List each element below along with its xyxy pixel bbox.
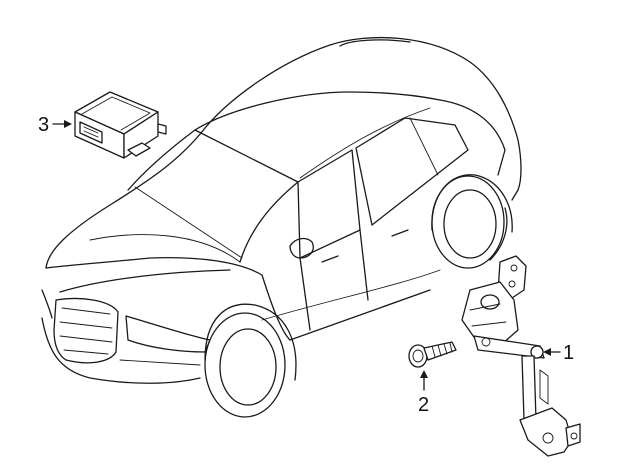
control-module-part — [74, 91, 167, 159]
arrow-head-3 — [64, 120, 72, 128]
callout-1: 1 — [543, 342, 574, 364]
callout-label-3: 3 — [38, 114, 49, 136]
bolt-part — [408, 341, 457, 368]
callout-3: 3 — [38, 114, 72, 136]
callout-label-1: 1 — [563, 342, 574, 364]
arrow-head-1 — [543, 348, 551, 356]
arrow-head-2 — [420, 370, 428, 378]
level-sensor-part — [461, 255, 581, 457]
callout-label-2: 2 — [418, 394, 429, 416]
callout-2: 2 — [418, 370, 429, 416]
vehicle-illustration — [41, 36, 522, 418]
